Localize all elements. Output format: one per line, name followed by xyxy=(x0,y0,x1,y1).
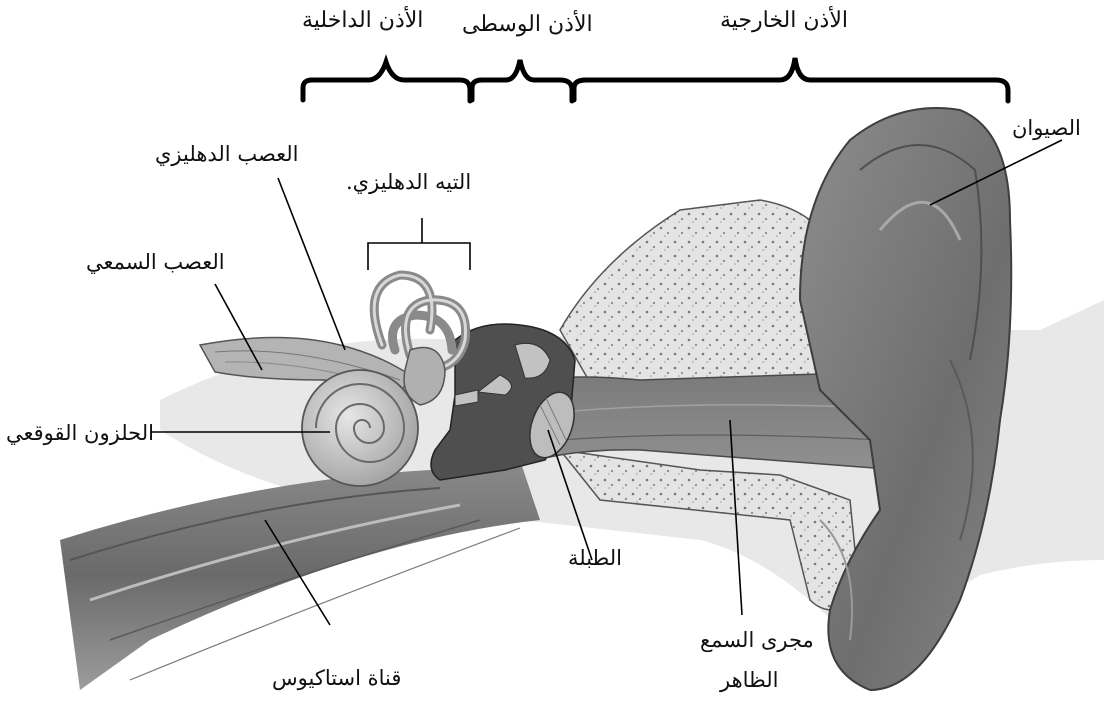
section-brackets xyxy=(303,58,1008,101)
vestibular-labyrinth-label: التيه الدهليزي. xyxy=(346,172,471,193)
cochlea-shape xyxy=(302,370,418,486)
cochlea-label: الحلزون القوقعي xyxy=(6,423,154,444)
inner-ear-bracket xyxy=(303,62,470,101)
outer-ear-bracket xyxy=(574,58,1008,101)
eustachian-tube-label: قناة استاكيوس xyxy=(272,668,401,689)
auditory-nerve-label: العصب السمعي xyxy=(86,252,225,273)
pinna-shape xyxy=(800,108,1011,690)
ear-canal-label-line1: مجرى السمع xyxy=(700,630,814,651)
leader-vestibular-nerve xyxy=(278,178,345,350)
labyrinth-bracket xyxy=(368,218,470,270)
outer-ear-label: الأذن الخارجية xyxy=(720,10,848,32)
vestibular-nerve-label: العصب الدهليزي xyxy=(155,144,299,165)
eustachian-tube-shape xyxy=(60,460,540,690)
pinna-label: الصيوان xyxy=(1012,118,1081,139)
middle-ear-bracket xyxy=(472,60,572,101)
eardrum-label: الطبلة xyxy=(568,548,622,569)
ear-canal-label-line2: الظاهر xyxy=(720,670,779,691)
middle-ear-label: الأذن الوسطى xyxy=(462,14,593,36)
inner-ear-label: الأذن الداخلية xyxy=(302,10,423,32)
